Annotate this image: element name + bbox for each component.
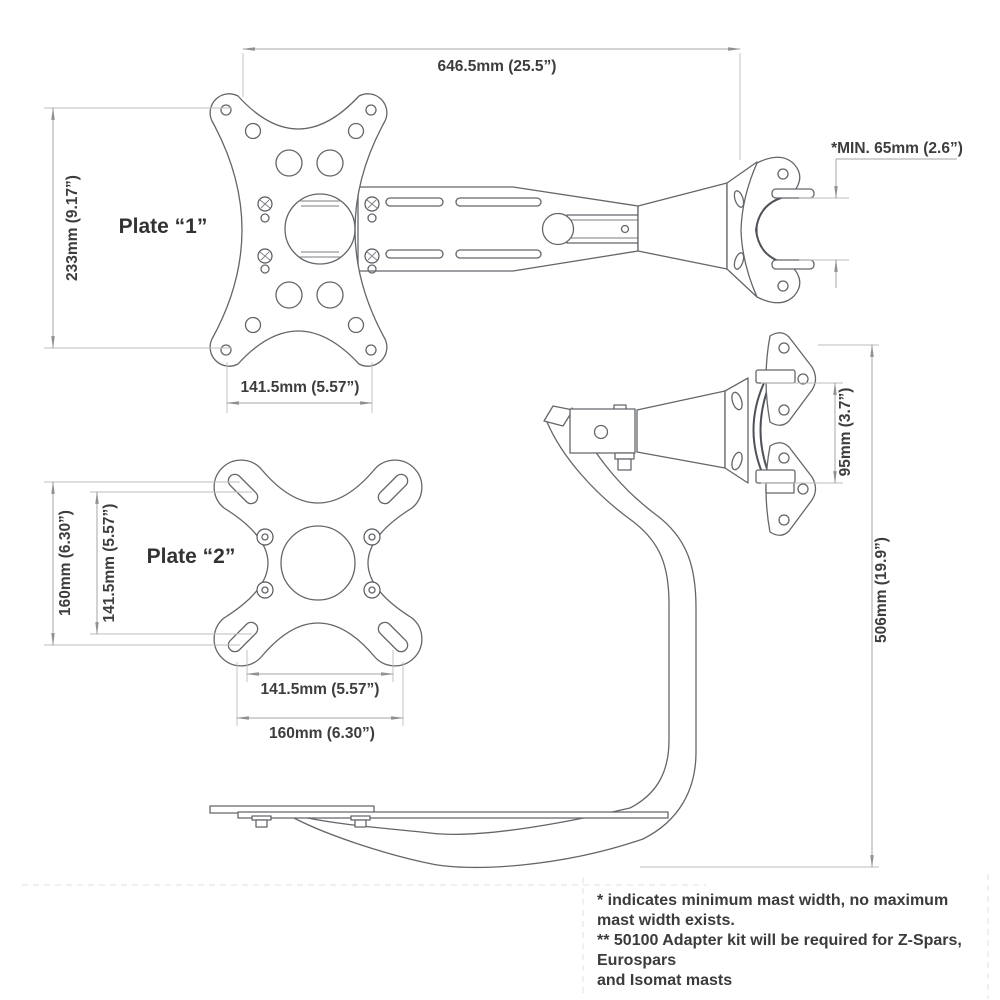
housing-block bbox=[569, 408, 636, 454]
dim-label-plate1-hole-width: 141.5mm (5.57”) bbox=[241, 379, 360, 396]
tube-end-cap bbox=[543, 405, 574, 427]
bracket-slot bbox=[733, 252, 745, 270]
dim-top-width: 646.5mm (25.5”) bbox=[241, 47, 742, 160]
housing-bolt bbox=[617, 458, 632, 471]
plate1-corner-hole bbox=[365, 344, 377, 356]
plate2-label: Plate “2” bbox=[147, 545, 236, 568]
link-bar bbox=[566, 214, 639, 244]
bracket-slot bbox=[731, 451, 743, 471]
plate1-corner-hole bbox=[220, 104, 232, 116]
dim-label-plate1-height: 233mm (9.17”) bbox=[64, 175, 81, 281]
dim-label-drop-height: 506mm (19.9”) bbox=[873, 537, 890, 643]
plate2-slot bbox=[377, 473, 409, 505]
clamp-bar-top bbox=[755, 369, 796, 384]
footnote-line: mast width exists. bbox=[597, 912, 735, 929]
footnotes: * indicates minimum mast width, no maxim… bbox=[597, 891, 992, 991]
claw-finger-bottom bbox=[771, 259, 815, 270]
arm-slot bbox=[385, 197, 444, 207]
plate1-label: Plate “1” bbox=[119, 215, 208, 238]
dim-label-plate2-outer-height: 160mm (6.30”) bbox=[57, 510, 74, 616]
plate1-hole bbox=[347, 122, 365, 140]
footnote-line: and Isomat masts bbox=[597, 972, 733, 989]
housing-hole bbox=[593, 424, 609, 440]
dim-label-top-width: 646.5mm (25.5”) bbox=[438, 58, 557, 75]
plate1-large-hole bbox=[316, 149, 344, 177]
claw-hole bbox=[777, 280, 789, 292]
dim-min-mast-width: *MIN. 65mm (2.6”) bbox=[799, 140, 963, 288]
dim-label-clamp-spacing: 95mm (3.7”) bbox=[837, 388, 854, 477]
dim-label-plate2-inner-width: 141.5mm (5.57”) bbox=[261, 681, 380, 698]
plate2-slot bbox=[377, 621, 409, 653]
base-plate-foot bbox=[251, 815, 272, 828]
dim-plate1-hole-width: 141.5mm (5.57”) bbox=[225, 362, 374, 413]
footnote-line: ** 50100 Adapter kit will be required fo… bbox=[597, 932, 962, 969]
bracket-slot bbox=[733, 190, 745, 208]
plate1-hole bbox=[347, 316, 365, 334]
plate1-corner-hole bbox=[220, 344, 232, 356]
clamp-bar-bottom bbox=[755, 469, 796, 484]
dim-label-min-mast: *MIN. 65mm (2.6”) bbox=[831, 140, 963, 157]
bracket-face-side bbox=[724, 377, 749, 484]
tube-inner-edge bbox=[289, 421, 670, 835]
pivot-knuckle bbox=[541, 212, 575, 246]
dim-plate2-outer-height: 160mm (6.30”) bbox=[44, 480, 240, 647]
dim-label-plate2-outer-width: 160mm (6.30”) bbox=[269, 725, 375, 742]
top-view-plate1 bbox=[209, 93, 388, 367]
cone-housing-side bbox=[636, 390, 726, 469]
dim-label-plate2-inner-height: 141.5mm (5.57”) bbox=[101, 504, 118, 623]
dim-plate2-outer-width: 160mm (6.30”) bbox=[235, 662, 405, 742]
base-plate-lower bbox=[237, 811, 669, 819]
cone-housing bbox=[637, 182, 728, 270]
tube-outer-edge bbox=[291, 407, 697, 869]
top-view-linkage bbox=[541, 156, 815, 304]
plate2-slot bbox=[227, 473, 259, 505]
footnote-line: * indicates minimum mast width, no maxim… bbox=[597, 892, 949, 909]
arm-slot bbox=[455, 249, 542, 259]
dim-clamp-spacing: 95mm (3.7”) bbox=[761, 381, 854, 485]
plate1-large-hole bbox=[316, 281, 344, 309]
plate1-corner-hole bbox=[365, 104, 377, 116]
dim-drop-height: 506mm (19.9”) bbox=[640, 343, 890, 869]
arm-slot bbox=[455, 197, 542, 207]
arm-slot bbox=[385, 249, 444, 259]
plate1-large-hole bbox=[275, 149, 303, 177]
top-view-plate2 bbox=[213, 459, 423, 667]
claw-hole bbox=[777, 168, 789, 180]
plate1-hole bbox=[244, 122, 262, 140]
clamp-bar-lower bbox=[765, 482, 795, 494]
claw-finger-top bbox=[771, 188, 815, 199]
dim-plate1-height: 233mm (9.17”) bbox=[44, 106, 232, 350]
plate1-screws bbox=[257, 196, 380, 274]
side-view bbox=[209, 332, 817, 869]
plate2-slot bbox=[227, 621, 259, 653]
plate2-screws bbox=[256, 528, 381, 599]
faint-guides bbox=[22, 874, 989, 999]
base-plate-foot bbox=[350, 815, 371, 828]
link-hole bbox=[620, 224, 630, 234]
dim-plate2-inner-height: 141.5mm (5.57”) bbox=[90, 490, 252, 636]
plate1-center-opening bbox=[284, 193, 356, 265]
dim-plate2-inner-width: 141.5mm (5.57”) bbox=[245, 650, 395, 698]
plate2-outline bbox=[213, 459, 423, 667]
plate1-hole bbox=[244, 316, 262, 334]
housing-clamp bbox=[614, 452, 635, 460]
plate2-center-opening bbox=[280, 525, 356, 601]
plate1-large-hole bbox=[275, 281, 303, 309]
bracket-slot bbox=[731, 391, 743, 411]
